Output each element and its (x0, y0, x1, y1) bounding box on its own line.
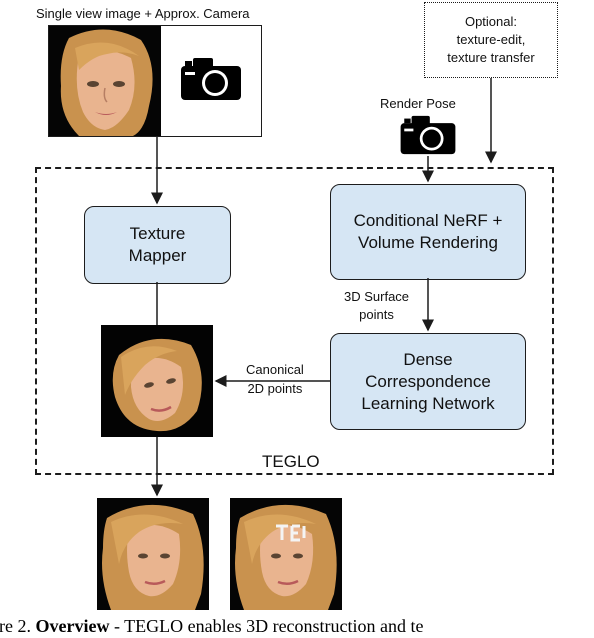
dense-correspondence-label: Dense Correspondence Learning Network (361, 349, 495, 413)
output-photo-reconstruction (97, 498, 209, 610)
surface-points-label: 3D Surface points (344, 289, 410, 322)
input-label: Single view image + Approx. Camera (36, 6, 250, 21)
camera-icon (181, 58, 241, 100)
canonical-points-label: Canonical 2D points (246, 362, 304, 396)
caption-bold: Overview (35, 616, 110, 636)
texture-mapper-label: Texture Mapper (128, 224, 187, 265)
camera-icon (400, 115, 456, 155)
optional-box: Optional: texture-edit, texture transfer (424, 2, 558, 78)
optional-text: Optional: texture-edit, texture transfer (447, 14, 535, 65)
caption-text: - TEGLO enables 3D reconstruction and te (109, 616, 424, 636)
input-face-photo (49, 26, 161, 136)
texture-mapper-node: Texture Mapper (84, 206, 231, 284)
caption-prefix: ure 2. (0, 616, 31, 636)
render-pose-label: Render Pose (380, 96, 456, 111)
teglo-label: TEGLO (262, 452, 320, 471)
input-panel (48, 25, 262, 137)
canonical-texture-photo (101, 325, 213, 437)
figure-caption: ure 2. Overview - TEGLO enables 3D recon… (0, 616, 594, 637)
conditional-nerf-label: Conditional NeRF + Volume Rendering (353, 211, 503, 252)
conditional-nerf-node: Conditional NeRF + Volume Rendering (330, 184, 526, 280)
output-photo-texture-edit (230, 498, 342, 610)
dense-correspondence-node: Dense Correspondence Learning Network (330, 333, 526, 430)
teglo-group (35, 167, 554, 475)
